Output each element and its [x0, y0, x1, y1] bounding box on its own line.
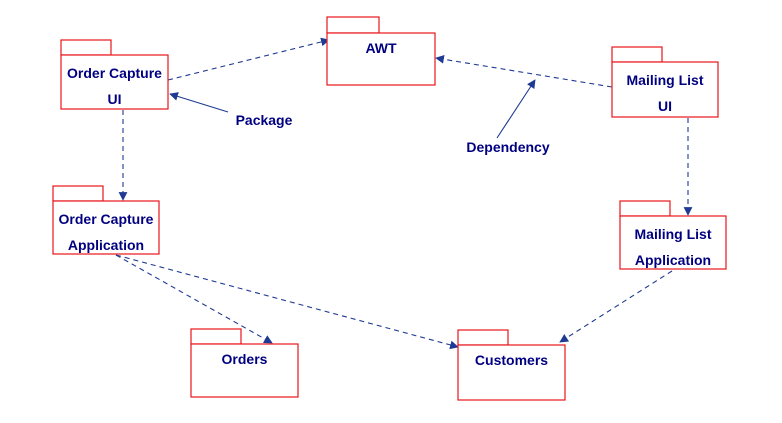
dependency-arrow-order-capture-ui-to-awt	[167, 37, 330, 81]
package-label: AWT	[365, 40, 397, 56]
package-orders: Orders	[190, 328, 299, 398]
dependency-arrows	[115, 37, 693, 350]
dependency-arrow-order-capture-app-to-orders	[115, 254, 273, 344]
package-tab	[611, 46, 663, 63]
package-label: Order Capture	[67, 65, 162, 81]
package-body	[457, 344, 566, 401]
package-label: UI	[108, 91, 122, 107]
dependency-arrow-mailing-list-ui-to-awt	[435, 54, 613, 88]
package-annotation-label: Package	[236, 112, 293, 128]
package-tab	[190, 328, 242, 345]
package-tab	[326, 16, 380, 34]
package-tab	[619, 200, 671, 217]
package-body	[611, 61, 719, 118]
package-tab	[60, 39, 112, 56]
package-tab	[52, 185, 104, 202]
package-label: Application	[68, 237, 144, 253]
package-awt: AWT	[326, 16, 436, 86]
package-label: Order Capture	[59, 211, 154, 227]
dependency-arrow-order-capture-app-to-customers	[115, 254, 459, 350]
package-body	[619, 215, 727, 270]
package-label: Mailing List	[635, 226, 712, 242]
package-tab	[457, 329, 509, 346]
dependency-arrow-mailing-list-app-to-customers	[559, 270, 673, 343]
package-label: Mailing List	[627, 72, 704, 88]
package-body	[52, 200, 160, 255]
dependency-annotation-label: Dependency	[466, 139, 549, 155]
package-pointer-arrow	[169, 92, 229, 113]
package-label: Application	[635, 252, 711, 268]
package-customers: Customers	[457, 329, 566, 401]
package-body	[190, 343, 299, 398]
package-label: Customers	[475, 352, 548, 368]
package-label: UI	[658, 98, 672, 114]
dependency-pointer-arrow	[496, 79, 536, 139]
package-body	[326, 32, 436, 86]
package-body	[60, 54, 169, 110]
package-label: Orders	[222, 351, 268, 367]
